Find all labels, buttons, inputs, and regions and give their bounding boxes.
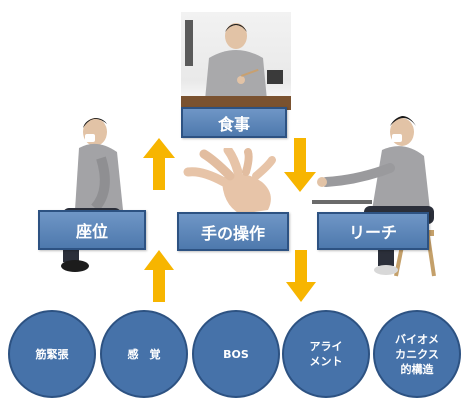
- sitting-to-eating-arrow: [143, 138, 175, 190]
- reach-label-box: リーチ: [317, 212, 429, 250]
- eating-label: 食事: [217, 114, 250, 134]
- eating-label-box: 食事: [181, 107, 287, 138]
- factor-label: アライ メント: [309, 340, 343, 368]
- sitting-label: 座位: [75, 222, 108, 241]
- factor-label: 感 覚: [127, 347, 161, 361]
- sitting-label-box: 座位: [38, 210, 146, 250]
- hand-photo: [182, 145, 282, 216]
- factor-circle-alignment: アライ メント: [282, 310, 370, 398]
- factor-circle-bos: BOS: [192, 310, 280, 398]
- hand-operation-label: 手の操作: [200, 223, 265, 243]
- eating-to-reach-arrow: [284, 138, 316, 192]
- factor-label: バイオメ カニクス 的構造: [395, 332, 439, 376]
- reach-photo: [312, 110, 442, 280]
- factor-circle-biomechanics: バイオメ カニクス 的構造: [373, 310, 461, 398]
- factor-circle-muscle-tone: 筋緊張: [8, 310, 96, 398]
- factors-to-sitting-arrow: [144, 250, 174, 302]
- factor-label: 筋緊張: [35, 347, 69, 361]
- factor-circle-sensation: 感 覚: [100, 310, 188, 398]
- reach-label: リーチ: [348, 223, 397, 242]
- hand-operation-label-box: 手の操作: [177, 212, 289, 251]
- sitting-photo: [55, 110, 140, 275]
- eating-photo: [181, 12, 291, 110]
- reach-to-factors-arrow: [286, 250, 316, 302]
- factor-label: BOS: [223, 347, 249, 361]
